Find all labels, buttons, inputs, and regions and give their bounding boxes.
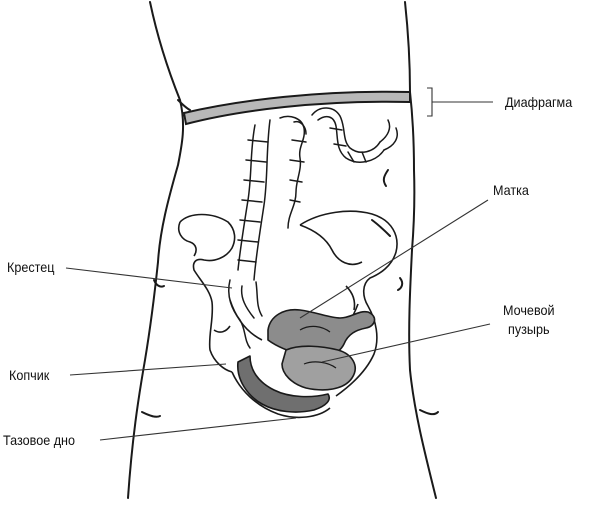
uterus-label: Матка — [493, 182, 529, 198]
intestines — [228, 107, 398, 349]
diaphragm-label: Диафрагма — [505, 94, 573, 110]
diaphragm — [182, 90, 411, 126]
coccyx-leader — [69, 363, 227, 376]
rectum-shape — [237, 355, 330, 413]
pelvic-floor-label: Тазовое дно — [3, 432, 76, 448]
uterus-leader — [299, 199, 489, 319]
sacrum-label: Крестец — [7, 259, 55, 275]
pelvic-floor-shape — [231, 371, 331, 419]
bladder-label-line1: Мочевой — [503, 302, 555, 318]
leader-lines — [65, 87, 493, 441]
sacrum-leader — [65, 267, 233, 289]
bladder-shape — [281, 345, 356, 391]
pelvic-organs — [231, 308, 376, 419]
bladder-leader — [321, 323, 491, 363]
bladder-label-line2: пузырь — [508, 321, 550, 337]
coccyx-label: Копчик — [9, 367, 50, 383]
pelvic-floor-leader — [99, 417, 297, 441]
body-outline — [127, 1, 439, 499]
diaphragm-bracket — [427, 87, 433, 117]
